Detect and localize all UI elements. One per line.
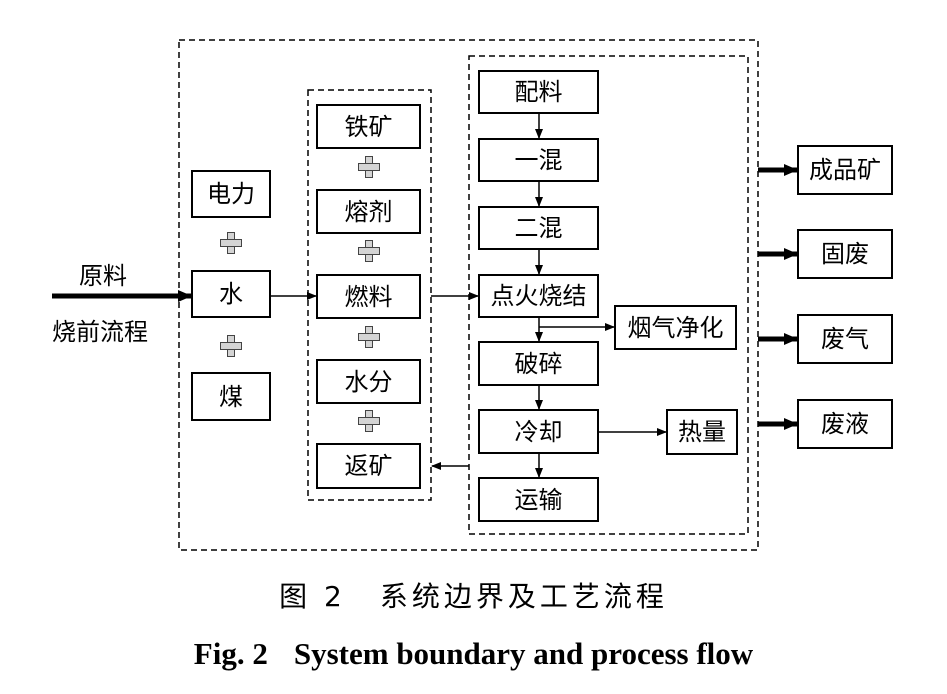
caption-chinese: 图 2 系统边界及工艺流程 — [0, 575, 947, 615]
process-step-crushing: 破碎 — [478, 341, 599, 386]
process-step-batching: 配料 — [478, 70, 599, 114]
output-box-waste-gas: 废气 — [797, 314, 893, 364]
input-top-label: 原料 — [79, 262, 127, 290]
caption-english: Fig. 2 System boundary and process flow — [0, 636, 947, 672]
material-box-return-ore: 返矿 — [316, 443, 421, 489]
process-step-ignition-sintering: 点火烧结 — [478, 274, 599, 318]
plus-icon — [358, 240, 380, 262]
plus-icon — [358, 410, 380, 432]
material-box-flux: 熔剂 — [316, 189, 421, 234]
plus-icon — [358, 156, 380, 178]
material-box-fuel: 燃料 — [316, 274, 421, 319]
plus-icon — [358, 326, 380, 348]
input-bottom-label: 烧前流程 — [52, 318, 148, 346]
heat-box: 热量 — [666, 409, 738, 455]
output-box-waste-liquid: 废液 — [797, 399, 893, 449]
caption-cn-label: 图 2 — [279, 580, 346, 613]
plus-icon — [220, 335, 242, 357]
process-step-cooling: 冷却 — [478, 409, 599, 454]
energy-box-water: 水 — [191, 270, 271, 318]
material-box-iron-ore: 铁矿 — [316, 104, 421, 149]
flue-gas-cleaning-box: 烟气净化 — [614, 305, 737, 350]
caption-en-label: Fig. 2 — [193, 636, 268, 671]
process-step-secondary-mixing: 二混 — [478, 206, 599, 250]
caption-cn-title: 系统边界及工艺流程 — [379, 580, 668, 613]
output-box-finished-ore: 成品矿 — [797, 145, 893, 195]
caption-en-title: System boundary and process flow — [293, 636, 754, 671]
process-step-transport: 运输 — [478, 477, 599, 522]
energy-box-electricity: 电力 — [191, 170, 271, 218]
energy-box-coal: 煤 — [191, 372, 271, 421]
output-box-solid-waste: 固废 — [797, 229, 893, 279]
material-box-moisture: 水分 — [316, 359, 421, 404]
plus-icon — [220, 232, 242, 254]
process-step-primary-mixing: 一混 — [478, 138, 599, 182]
